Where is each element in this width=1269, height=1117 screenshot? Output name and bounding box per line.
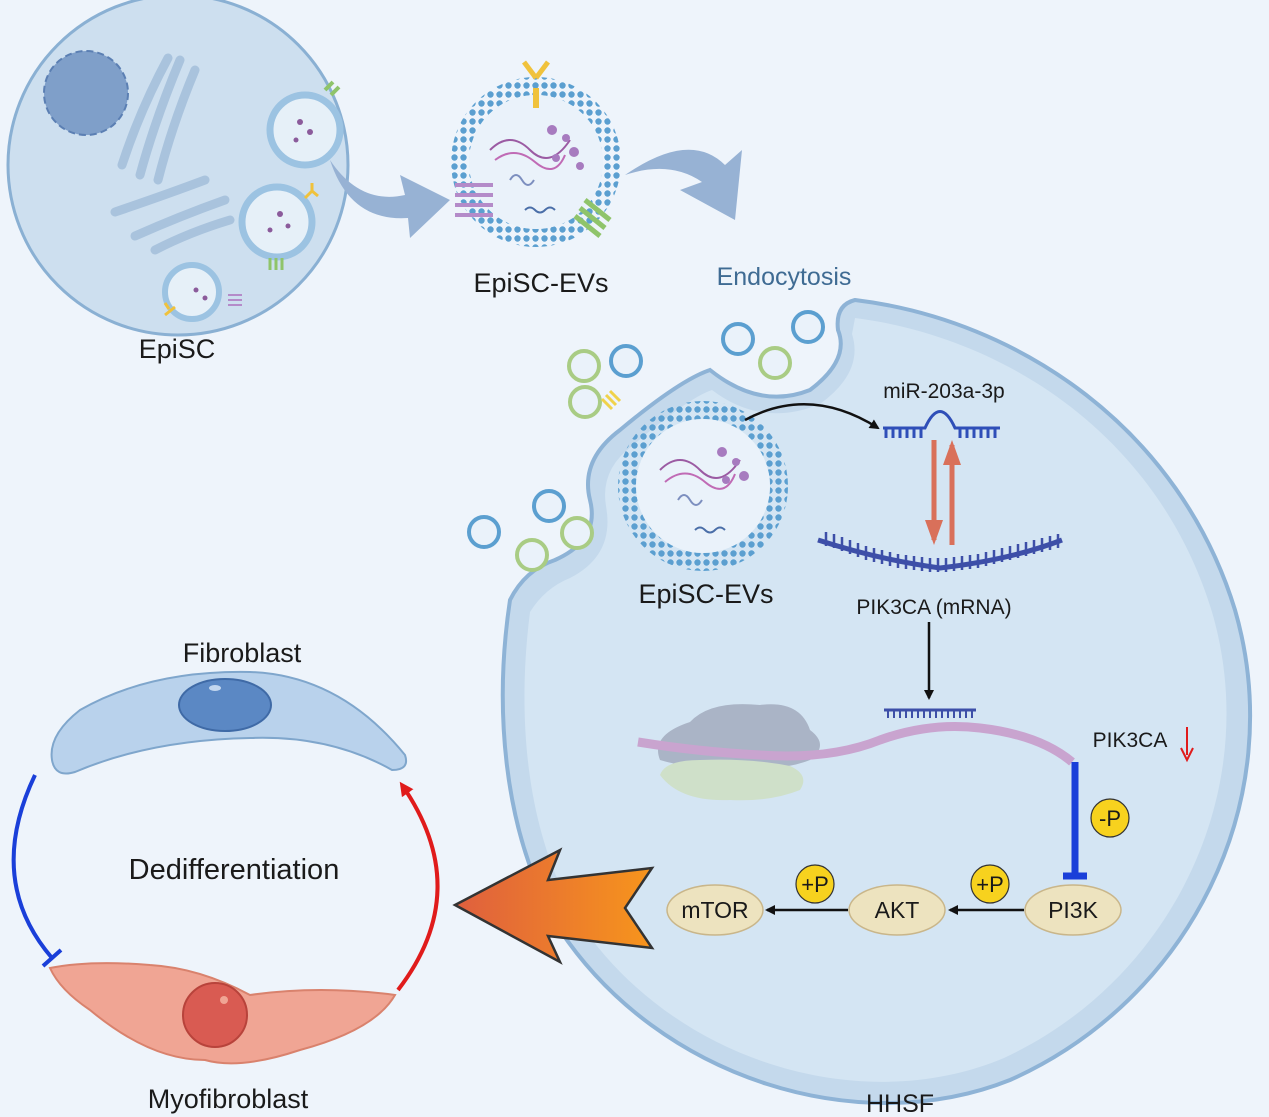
pathway-node-akt: AKT bbox=[848, 884, 946, 936]
uptake-arrow bbox=[625, 149, 742, 220]
svg-text:-P: -P bbox=[1099, 806, 1121, 831]
episc-cell bbox=[6, 0, 350, 337]
down-arrow-icon bbox=[1180, 727, 1194, 763]
mirna-label: miR-203a-3p bbox=[883, 380, 1004, 403]
effect-arrow bbox=[452, 847, 655, 965]
fibroblast-cell bbox=[50, 670, 408, 775]
hhsf-cell bbox=[500, 297, 1252, 1105]
svg-text:AKT: AKT bbox=[875, 897, 920, 923]
cell-nucleus-icon bbox=[178, 678, 272, 732]
pathway-node-pi3k: PI3K bbox=[1024, 884, 1122, 936]
inhibition-arc bbox=[11, 774, 63, 968]
binding-arrows bbox=[925, 440, 961, 545]
extracellular-vesicle-icon bbox=[467, 310, 825, 572]
svg-text:mTOR: mTOR bbox=[681, 897, 748, 923]
dedifferentiation-label: Dedifferentiation bbox=[129, 854, 340, 886]
extracellular-vesicle-icon bbox=[162, 80, 344, 322]
hhsf-label: HHSF bbox=[866, 1090, 934, 1117]
cell-nucleus-icon bbox=[43, 50, 129, 136]
myofibroblast-cell bbox=[48, 962, 397, 1065]
mrna-strand-icon bbox=[817, 532, 1063, 572]
phospho-plus-badge: +P bbox=[970, 864, 1010, 904]
episc-evs-inner-label: EpiSC-EVs bbox=[638, 579, 773, 609]
mrna-strand-icon bbox=[637, 708, 1075, 766]
pathway-node-mtor: mTOR bbox=[666, 884, 764, 936]
phospho-minus-badge: -P bbox=[1090, 798, 1130, 838]
inhibition-line bbox=[1063, 762, 1087, 880]
myofibroblast-label: Myofibroblast bbox=[148, 1084, 309, 1114]
organelle-strands bbox=[110, 53, 235, 255]
fibroblast-label: Fibroblast bbox=[183, 638, 302, 668]
svg-text:PI3K: PI3K bbox=[1048, 897, 1099, 923]
episc-label: EpiSC bbox=[139, 334, 216, 364]
pik3ca-mrna-label: PIK3CA (mRNA) bbox=[856, 596, 1011, 619]
mirna-hairpin-icon bbox=[883, 410, 1000, 438]
endocytosis-label: Endocytosis bbox=[717, 263, 852, 291]
pik3ca-down-label: PIK3CA bbox=[1093, 729, 1168, 752]
svg-text:+P: +P bbox=[801, 872, 829, 897]
activation-arc bbox=[396, 781, 440, 992]
extracellular-vesicle-icon bbox=[451, 60, 621, 247]
secretion-arrow bbox=[330, 160, 450, 238]
cell-nucleus-icon bbox=[182, 982, 248, 1048]
release-arrow bbox=[744, 403, 880, 430]
svg-text:+P: +P bbox=[976, 872, 1004, 897]
phospho-plus-badge: +P bbox=[795, 864, 835, 904]
extracellular-vesicle-icon bbox=[618, 401, 788, 571]
episc-evs-top-label: EpiSC-EVs bbox=[473, 268, 608, 298]
